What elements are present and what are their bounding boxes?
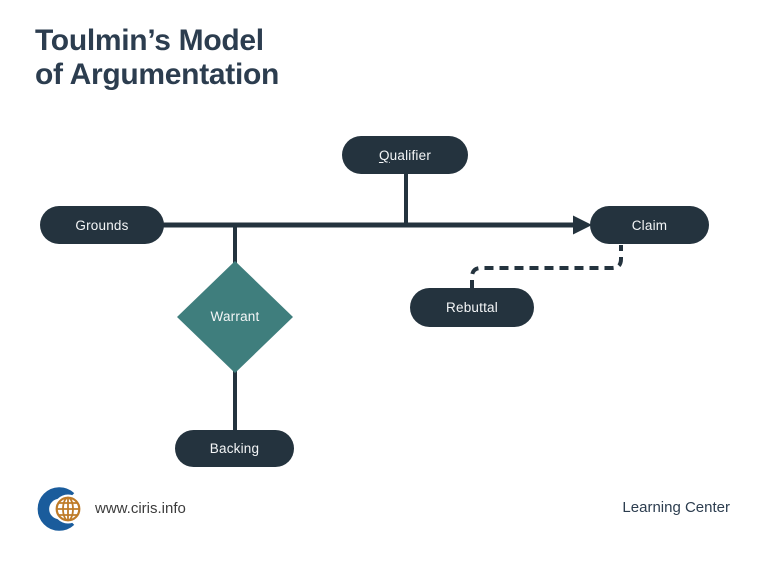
warrant-diamond — [177, 261, 293, 373]
arrowhead-icon — [573, 215, 592, 235]
node-claim: Claim — [590, 206, 709, 244]
footer-brand: www.ciris.info — [35, 482, 186, 534]
warrant-label: Warrant — [210, 309, 260, 324]
title-line-2: of Argumentation — [35, 58, 280, 92]
qualifier-label: Qualifier — [378, 147, 432, 163]
node-qualifier: Qualifier — [342, 136, 468, 174]
website-url: www.ciris.info — [95, 499, 186, 517]
rebuttal-label: Rebuttal — [446, 300, 498, 315]
ciris-globe-logo-icon — [37, 487, 83, 531]
grounds-label: Grounds — [75, 217, 129, 233]
node-backing: Backing — [175, 430, 294, 467]
node-rebuttal: Rebuttal — [410, 288, 534, 327]
node-grounds: Grounds — [40, 206, 164, 244]
title-line-1: Toulmin’s Model — [35, 24, 264, 57]
claim-label: Claim — [631, 217, 668, 233]
backing-label: Backing — [209, 441, 260, 456]
rebuttal-claim-dashed-connector — [470, 245, 623, 289]
learning-center-label: Learning Center — [622, 499, 730, 516]
